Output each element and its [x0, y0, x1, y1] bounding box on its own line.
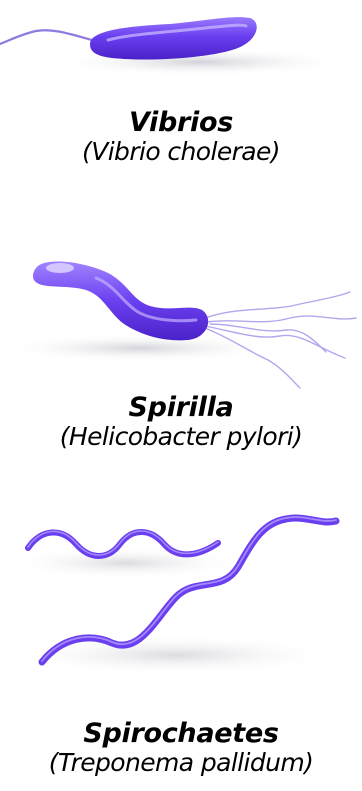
spirilla-species: (Helicobacter pylori): [0, 423, 362, 452]
spirochaetes-caption: Spirochaetes (Treponema pallidum): [0, 718, 362, 778]
vibrio-name: Vibrios: [0, 107, 362, 138]
spirochaetes-section: Spirochaetes (Treponema pallidum): [0, 505, 362, 791]
spirilla-shadow: [0, 334, 280, 362]
spirilla-section: Spirilla (Helicobacter pylori): [0, 240, 362, 470]
vibrio-illustration: [0, 0, 362, 90]
spirilla-name: Spirilla: [0, 392, 362, 423]
vibrio-flagellum: [0, 30, 92, 44]
spirilla-illustration: [0, 240, 362, 390]
spirochaetes-species: (Treponema pallidum): [0, 749, 362, 778]
vibrio-caption: Vibrios (Vibrio cholerae): [0, 107, 362, 167]
spirochaete-shadow-large: [10, 635, 340, 675]
spirochaetes-name: Spirochaetes: [0, 718, 362, 749]
vibrio-section: Vibrios (Vibrio cholerae): [0, 0, 362, 200]
spirochaetes-illustration: [0, 505, 362, 705]
spirilla-body: [33, 261, 208, 340]
vibrio-species: (Vibrio cholerae): [0, 138, 362, 167]
spirilla-caption: Spirilla (Helicobacter pylori): [0, 392, 362, 452]
spirilla-highlight: [46, 263, 74, 273]
spirochaete-shadow-small: [5, 547, 245, 579]
